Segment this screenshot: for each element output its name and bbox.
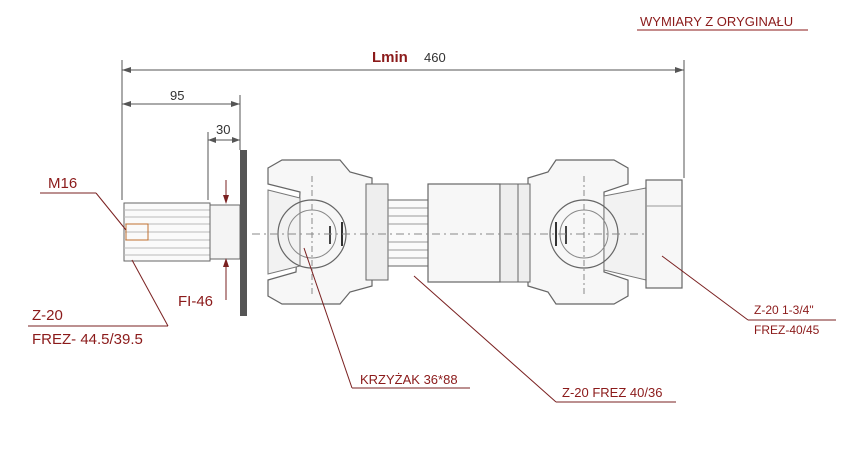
yoke-body — [527, 159, 629, 305]
thread-hole — [125, 223, 149, 241]
middle-shaft — [387, 183, 521, 283]
callout-middle-spline-leader — [413, 275, 557, 403]
arrow-right-total — [675, 67, 684, 73]
total-length-label: Lmin — [372, 49, 408, 66]
shaft-collar — [209, 204, 241, 260]
header-note: WYMIARY Z ORYGINAŁU — [640, 14, 793, 29]
dimension-spline: 95 — [122, 88, 241, 150]
callout-right-spline-line2: FREZ-40/45 — [754, 323, 820, 337]
arrow-right-collar — [232, 137, 240, 143]
callout-left-spline-line2: FREZ- 44.5/39.5 — [32, 331, 143, 348]
spline-length-value: 95 — [170, 88, 184, 103]
yoke-hub — [365, 183, 389, 281]
callout-right-spline-leader — [661, 255, 749, 321]
arrow-left-total — [122, 67, 131, 73]
left-spline-shaft — [123, 150, 247, 316]
dimension-total: Lmin 460 — [121, 49, 685, 200]
collar-length-value: 30 — [216, 122, 230, 137]
middle-spline — [387, 199, 429, 267]
dimension-collar: 30 — [207, 122, 240, 200]
middle-tube-ring — [499, 183, 521, 283]
middle-tube — [427, 183, 501, 283]
arrow-left-collar — [208, 137, 216, 143]
left-yoke — [267, 159, 389, 305]
callout-cross-leader — [303, 247, 353, 389]
callout-thread-text: M16 — [48, 175, 77, 192]
callout-left-spline-line1: Z-20 — [32, 307, 63, 324]
callout-left-spline-leader — [131, 259, 169, 327]
callout-right-spline: Z-20 1-3/4" FREZ-40/45 — [661, 255, 836, 337]
total-length-value: 460 — [424, 50, 446, 65]
callout-middle-spline: Z-20 FREZ 40/36 — [413, 275, 676, 403]
callout-right-spline-line1: Z-20 1-3/4" — [754, 303, 814, 317]
callout-shaft-diameter-arrow — [223, 258, 229, 267]
callout-left-spline: Z-20 FREZ- 44.5/39.5 — [28, 259, 169, 348]
callout-thread-leader — [95, 192, 127, 231]
callout-cross: KRZYŻAK 36*88 — [303, 247, 470, 389]
yoke-neck — [267, 189, 301, 275]
mounting-flange — [240, 150, 247, 316]
output-sleeve — [645, 179, 683, 289]
callout-cross-text: KRZYŻAK 36*88 — [360, 372, 458, 387]
callout-shaft-diameter-arrow-top — [223, 195, 229, 204]
arrow-left-spline — [122, 101, 131, 107]
arrow-right-spline — [231, 101, 240, 107]
callout-middle-spline-text: Z-20 FREZ 40/36 — [562, 385, 662, 400]
right-yoke — [517, 159, 683, 305]
yoke-hub — [517, 183, 531, 283]
callout-shaft-diameter: FI-46 — [178, 180, 229, 310]
callout-shaft-diameter-text: FI-46 — [178, 293, 213, 310]
callout-thread: M16 — [40, 175, 127, 231]
